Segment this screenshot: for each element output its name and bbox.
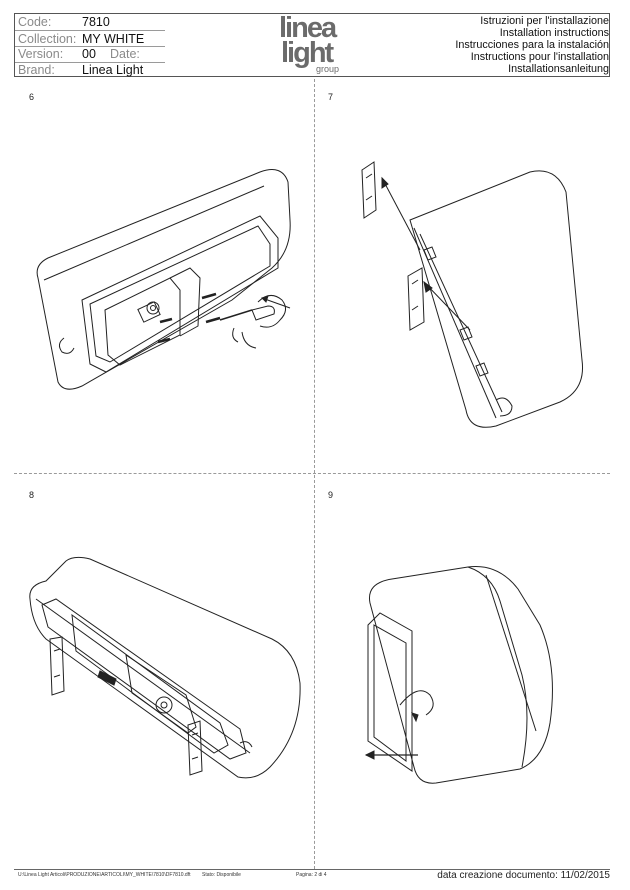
brand-logo: linea light group xyxy=(276,13,356,75)
header-divider xyxy=(15,46,165,47)
header-box xyxy=(14,13,610,77)
footer-page-number: Pagina: 2 di 4 xyxy=(296,872,327,878)
step-number-6: 6 xyxy=(29,92,35,102)
instruction-title-it: Istruzioni per l'installazione xyxy=(480,15,609,27)
brand-value: Linea Light xyxy=(82,63,144,77)
footer-file-path: U:\Linea Light Articoli\PRODUZIONE\ARTIC… xyxy=(18,872,191,878)
code-value: 7810 xyxy=(82,15,110,29)
instruction-title-es: Instrucciones para la instalación xyxy=(455,39,609,51)
header-divider xyxy=(15,62,165,63)
instruction-title-de: Installationsanleitung xyxy=(508,63,609,75)
logo-word-linea: linea xyxy=(279,12,337,44)
step-number-9: 9 xyxy=(328,490,334,500)
collection-value: MY WHITE xyxy=(82,32,145,46)
header-divider xyxy=(15,30,165,31)
step-9-illustration xyxy=(364,565,553,784)
date-label: Date: xyxy=(110,47,140,61)
panel-divider-horizontal xyxy=(14,473,610,474)
brand-label: Brand: xyxy=(18,63,55,77)
panel-divider-vertical xyxy=(314,79,315,869)
logo-word-group: group xyxy=(316,64,340,74)
footer-divider xyxy=(14,869,610,870)
version-label: Version: xyxy=(18,47,64,61)
collection-label: Collection: xyxy=(18,32,77,46)
code-label: Code: xyxy=(18,15,52,29)
step-8-illustration xyxy=(29,556,301,779)
step-number-7: 7 xyxy=(328,92,334,102)
footer-status: Stato: Disponibile xyxy=(202,872,241,878)
step-number-8: 8 xyxy=(29,490,35,500)
step-7-illustration xyxy=(361,161,584,428)
step-6-illustration xyxy=(36,169,291,390)
logo-word-light: light xyxy=(281,37,334,69)
version-value: 00 xyxy=(82,47,96,61)
instruction-title-en: Installation instructions xyxy=(499,27,609,39)
footer-document-date: data creazione documento: 11/02/2015 xyxy=(437,870,610,881)
instruction-title-fr: Instructions pour l'installation xyxy=(470,51,609,63)
